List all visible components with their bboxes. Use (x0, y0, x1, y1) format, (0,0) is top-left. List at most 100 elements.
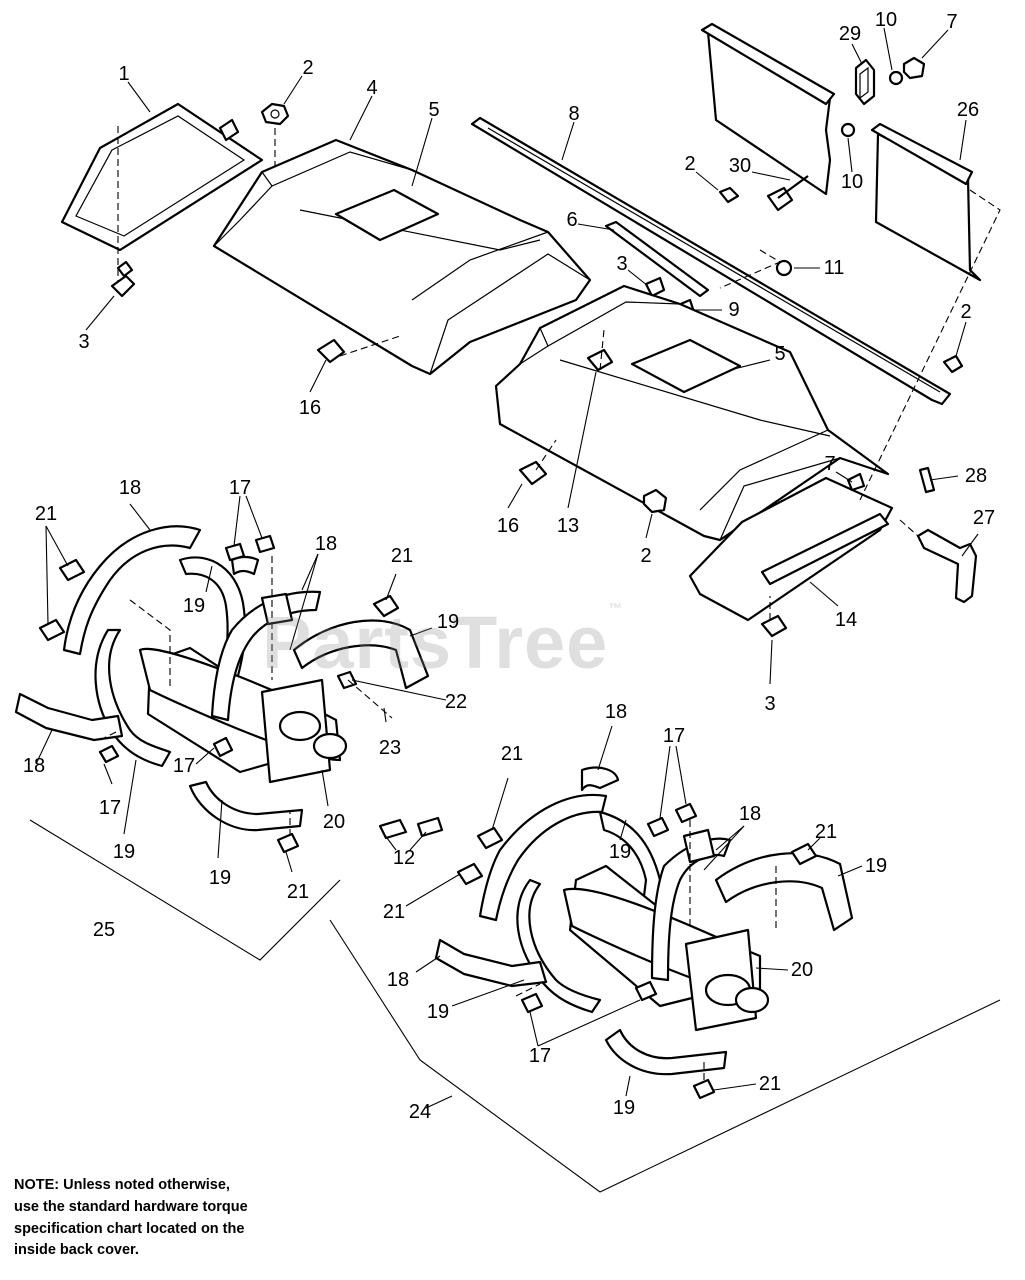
callout-5: 5 (428, 99, 440, 121)
callout-20: 20 (790, 959, 814, 981)
callout-10: 10 (874, 9, 898, 31)
callout-21: 21 (34, 503, 58, 525)
callout-22: 22 (444, 691, 468, 713)
part-13-bolt (586, 348, 614, 372)
callout-19: 19 (608, 841, 632, 863)
part-6-hinge (604, 220, 710, 298)
callout-18: 18 (314, 533, 338, 555)
part-26-flap (700, 22, 982, 282)
part-2-nut-c (942, 354, 964, 374)
dash-line-6 (535, 439, 557, 471)
callout-19: 19 (612, 1097, 636, 1119)
callout-9: 9 (728, 299, 740, 321)
callout-7: 7 (946, 11, 958, 33)
watermark-trademark: ™ (608, 600, 624, 616)
callout-19: 19 (436, 611, 460, 633)
part-28-pin (918, 466, 936, 494)
callout-6: 6 (566, 209, 578, 231)
part-16-bolt (316, 338, 346, 364)
callout-16: 16 (496, 515, 520, 537)
callout-23: 23 (378, 737, 402, 759)
part-4-tine-hood (212, 138, 592, 376)
part-7-bolt-b (846, 472, 866, 492)
note-line-1: NOTE: Unless noted otherwise, (14, 1177, 230, 1193)
dash-line-9 (899, 519, 919, 537)
callout-18: 18 (738, 803, 762, 825)
part-11-washer (775, 259, 793, 277)
callout-10: 10 (840, 171, 864, 193)
note-line-4: inside back cover. (14, 1242, 139, 1259)
group-bracket-25 (29, 819, 341, 961)
part-10-washer-lower (840, 122, 856, 138)
callout-4: 4 (366, 77, 378, 99)
callout-21: 21 (286, 881, 310, 903)
part-7-nut (902, 56, 926, 80)
callout-14: 14 (834, 609, 858, 631)
leader-lines (35, 27, 979, 1109)
note-line-3: specification chart located on the (14, 1220, 245, 1237)
callout-19: 19 (208, 867, 232, 889)
callout-17: 17 (662, 725, 686, 747)
part-5-decal (334, 188, 440, 242)
callout-25: 25 (92, 919, 116, 941)
part-5-decal-right (630, 338, 742, 394)
callout-30: 30 (728, 155, 752, 177)
callout-12: 12 (392, 847, 416, 869)
callout-24: 24 (408, 1101, 432, 1123)
part-2-nut-d (642, 488, 668, 514)
dash-line-4 (859, 189, 1001, 501)
callout-5: 5 (774, 343, 786, 365)
group-bracket-24 (329, 919, 1001, 1193)
callout-17: 17 (98, 797, 122, 819)
callout-21: 21 (500, 743, 524, 765)
callout-2: 2 (640, 545, 652, 567)
dash-line-12 (99, 729, 121, 741)
part-12-shear-pins (378, 816, 444, 840)
part-29-chain (854, 58, 876, 106)
callout-29: 29 (838, 23, 862, 45)
callout-2: 2 (684, 153, 696, 175)
callout-17: 17 (172, 755, 196, 777)
part-1-side-shield (60, 102, 264, 252)
callout-8: 8 (568, 103, 580, 125)
callout-17: 17 (228, 477, 252, 499)
part-3-bolt-c (760, 614, 788, 638)
part-2-nut-b (718, 186, 740, 204)
part-8-flap-bar (470, 116, 952, 406)
callout-18: 18 (386, 969, 410, 991)
dash-line-10 (129, 599, 171, 690)
dash-line-17 (515, 983, 541, 997)
callout-7: 7 (824, 453, 836, 475)
callout-3: 3 (78, 331, 90, 353)
callout-3: 3 (616, 253, 628, 275)
callout-2: 2 (302, 57, 314, 79)
callout-20: 20 (322, 811, 346, 833)
part-14-side-shield (688, 476, 894, 622)
callout-18: 18 (118, 477, 142, 499)
part-2-nut (260, 102, 290, 126)
part-30-shank (777, 175, 809, 199)
tine-assembly-25 (14, 525, 430, 854)
callout-2: 2 (960, 301, 972, 323)
callout-17: 17 (528, 1045, 552, 1067)
callout-19: 19 (426, 1001, 450, 1023)
callout-11: 11 (823, 257, 845, 279)
callout-3: 3 (764, 693, 776, 715)
callout-21: 21 (758, 1073, 782, 1095)
part-16-bolt-b (518, 460, 548, 486)
callout-16: 16 (298, 397, 322, 419)
part-5-tine-hood-right (494, 284, 890, 542)
callout-26: 26 (956, 99, 980, 121)
callout-19: 19 (112, 841, 136, 863)
callout-28: 28 (964, 465, 988, 487)
dash-line-14 (347, 679, 393, 719)
callout-21: 21 (382, 901, 406, 923)
callout-21: 21 (814, 821, 838, 843)
callout-13: 13 (556, 515, 580, 537)
dash-line-3 (719, 249, 782, 289)
callout-21: 21 (390, 545, 414, 567)
parts-tree-watermark: PartsTree™ (262, 600, 623, 685)
watermark-text: PartsTree (262, 601, 609, 684)
